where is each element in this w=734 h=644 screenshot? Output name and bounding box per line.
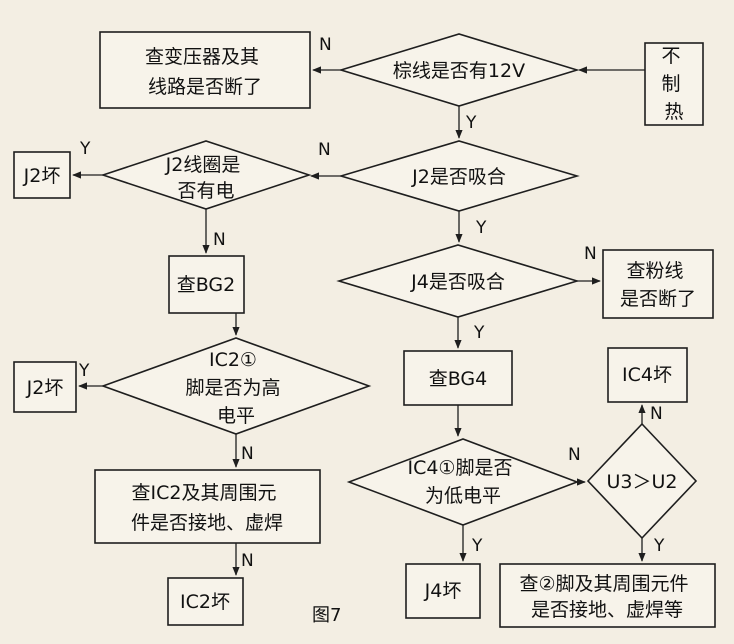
label-check-pin2: 查②脚及其周围元件 是否接地、虚焊等 — [519, 573, 694, 621]
node-check-transformer — [99, 31, 311, 109]
node-j4-bad — [405, 563, 481, 619]
node-j2-coil-decision — [100, 140, 312, 210]
edge-label-j2-n: N — [318, 140, 331, 160]
node-check-bg2 — [168, 255, 245, 314]
node-check-ic2 — [94, 469, 321, 544]
label-ic4-pin: IC4①脚是否 为低电平 — [407, 457, 518, 507]
label-j2-engaged: J2是否吸合 — [411, 166, 506, 188]
label-ic4-bad: IC4坏 — [622, 364, 672, 386]
label-j4-bad: J4坏 — [424, 580, 462, 602]
label-ic2-pin: IC2① 脚是否为高 电平 — [185, 349, 286, 427]
edge-label-ic2pin-n: N — [241, 444, 254, 464]
label-j2-bad-1: J2坏 — [23, 165, 61, 187]
label-check-pink: 查粉线 是否断了 — [620, 260, 696, 310]
edge-label-ic4pin-y: Y — [471, 536, 483, 556]
node-j2-bad-2 — [13, 361, 77, 413]
node-ic4-pin-decision — [346, 438, 580, 526]
edge-label-ic2pin-y: Y — [78, 361, 90, 381]
edge-label-palm-y: Y — [465, 113, 477, 133]
edge-label-j4-n: N — [584, 244, 597, 264]
label-check-transformer: 查变压器及其 线路是否断了 — [145, 46, 265, 98]
node-j2-bad-1 — [13, 151, 71, 199]
label-j4-engaged: J4是否吸合 — [410, 271, 505, 293]
label-j2-coil: J2线圈是 否有电 — [165, 154, 247, 202]
node-j2-engaged-decision — [338, 140, 580, 212]
edge-label-palm-n: N — [319, 35, 332, 55]
node-no-heat — [644, 42, 704, 126]
label-u3-u2: U3＞U2 — [607, 471, 678, 493]
node-ic4-bad — [607, 347, 688, 403]
label-j2-bad-2: J2坏 — [26, 377, 64, 399]
edge-label-j2-y: Y — [475, 218, 487, 238]
node-palm-line-decision — [338, 33, 580, 107]
edge-label-j2coil-n: N — [213, 230, 226, 250]
edge-label-ic4pin-n: N — [568, 445, 581, 465]
label-no-heat: 不 制 热 — [661, 45, 686, 123]
node-check-pink — [602, 249, 714, 319]
label-check-bg2: 查BG2 — [177, 274, 236, 296]
node-ic2-pin-decision — [100, 337, 372, 435]
edge-label-checkic2-n: N — [241, 551, 254, 571]
label-palm-line: 棕线是否有12V — [393, 60, 525, 82]
edge-label-j4-y: Y — [473, 323, 485, 343]
edge-label-u3u2-y: Y — [653, 536, 665, 556]
figure-caption: 图7 — [312, 605, 341, 626]
edge-label-u3u2-n: N — [650, 404, 663, 424]
edge-label-j2coil-y: Y — [79, 139, 91, 159]
label-ic2-bad: IC2坏 — [180, 591, 230, 613]
node-check-pin2 — [499, 563, 716, 628]
node-u3-u2-decision — [586, 422, 698, 540]
label-check-bg4: 查BG4 — [429, 368, 488, 390]
node-ic2-bad — [167, 577, 244, 626]
label-check-ic2: 查IC2及其周围元 件是否接地、虚焊 — [131, 482, 283, 534]
